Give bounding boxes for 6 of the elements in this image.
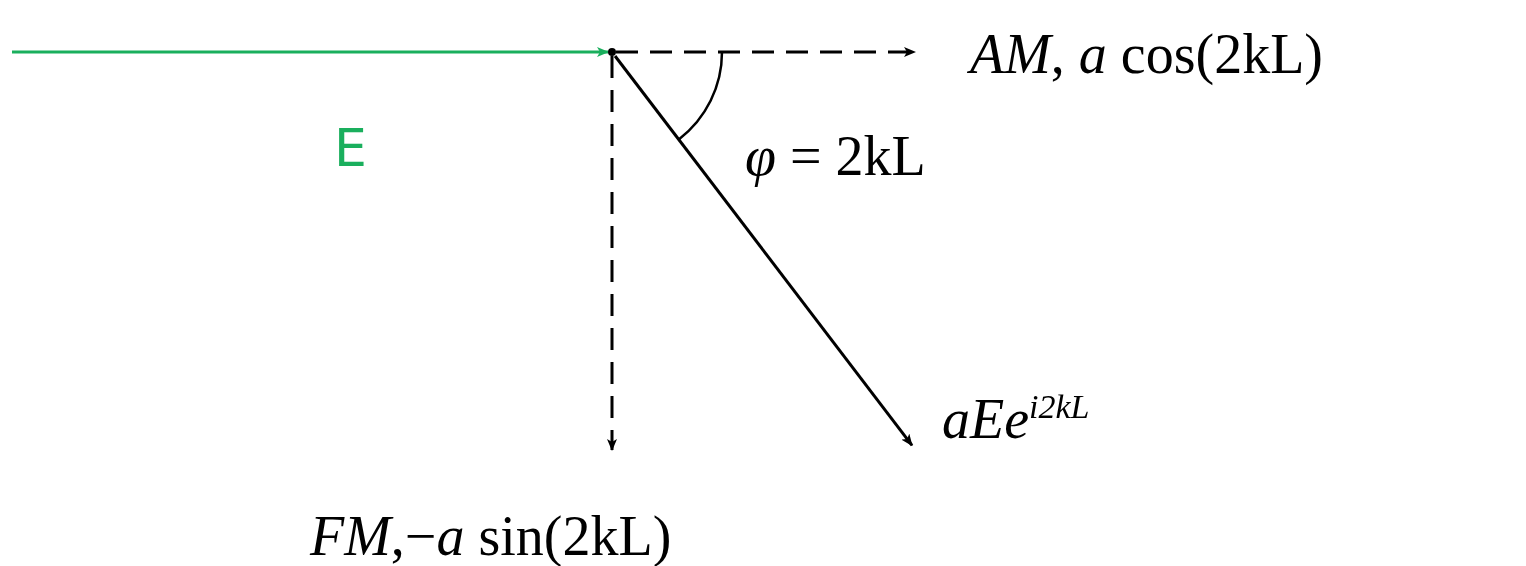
arrow	[607, 56, 617, 451]
arrow	[613, 55, 914, 447]
arrow	[616, 47, 916, 57]
arrow	[12, 47, 609, 57]
vector-origin-point	[608, 48, 616, 56]
vector-label: aEe$^{i2kL}$	[942, 390, 1090, 447]
